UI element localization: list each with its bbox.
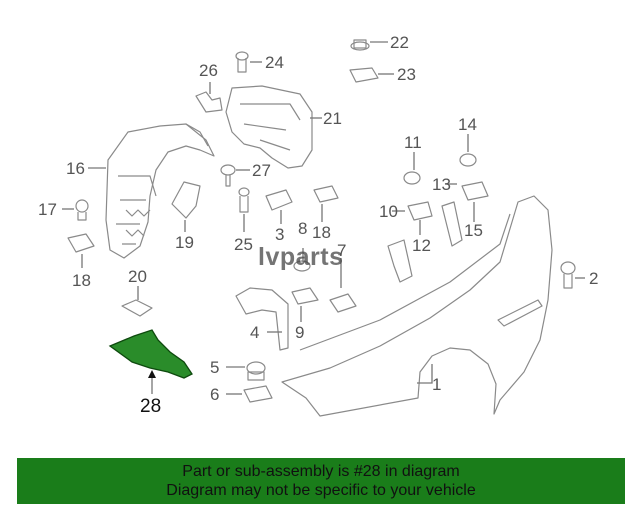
callout-19: 19 xyxy=(175,233,194,252)
callout-8: 8 xyxy=(298,219,307,238)
clip-18b-part xyxy=(313,185,339,203)
clip-23-part xyxy=(349,67,379,83)
callout-6: 6 xyxy=(210,385,219,404)
bracket-19-part xyxy=(171,181,201,219)
front-fender-part xyxy=(281,195,553,417)
banner-line-1: Part or sub-assembly is #28 in diagram xyxy=(182,463,460,480)
callout-21: 21 xyxy=(323,109,342,128)
bolt-22-part xyxy=(350,39,370,51)
highlighted-part-28 xyxy=(108,329,193,379)
callout-14: 14 xyxy=(458,115,477,134)
clip-3-part xyxy=(265,189,293,211)
clip-9-part xyxy=(291,287,319,305)
callout-12: 12 xyxy=(412,236,431,255)
inner-fender-panel-part xyxy=(225,85,313,169)
callout-25: 25 xyxy=(234,235,253,254)
callout-27: 27 xyxy=(252,161,271,180)
clip-6-part xyxy=(243,385,273,403)
bolt-8-part xyxy=(293,260,311,272)
callout-4: 4 xyxy=(250,323,259,342)
bracket-4-part xyxy=(235,287,289,351)
callout-1: 1 xyxy=(432,375,441,394)
callout-24: 24 xyxy=(265,53,284,72)
rivet-25-part xyxy=(238,187,250,213)
clip-18a-part xyxy=(67,233,95,253)
callout-9: 9 xyxy=(295,323,304,342)
bolt-2-part xyxy=(560,261,576,289)
screw-24-part xyxy=(235,51,249,73)
bolt-5-part xyxy=(246,361,266,381)
bracket-13-part xyxy=(441,201,463,247)
clip-15-part xyxy=(461,181,489,201)
clip-12-part xyxy=(407,201,433,221)
callout-20: 20 xyxy=(128,267,147,286)
leader-1 xyxy=(417,364,433,384)
watermark-logo: lvparts xyxy=(258,243,344,271)
callout-13: 13 xyxy=(432,175,451,194)
bracket-7-part xyxy=(329,293,357,313)
callout-18a: 18 xyxy=(72,271,91,290)
callout-15: 15 xyxy=(464,221,483,240)
bolt-11-part xyxy=(403,171,421,185)
wheel-arch-liner-part xyxy=(105,123,215,259)
callout-22: 22 xyxy=(390,33,409,52)
callout-17: 17 xyxy=(38,200,57,219)
callout-18b: 18 xyxy=(312,223,331,242)
callout-10: 10 xyxy=(379,202,398,221)
bolt-17-part xyxy=(75,199,89,221)
clip-26-part xyxy=(195,91,223,113)
bolt-14-part xyxy=(459,153,477,167)
callout-3: 3 xyxy=(275,225,284,244)
callout-7: 7 xyxy=(337,241,346,260)
callout-28: 28 xyxy=(140,396,161,417)
callout-16: 16 xyxy=(66,159,85,178)
callout-23: 23 xyxy=(397,65,416,84)
callout-5: 5 xyxy=(210,358,219,377)
leader-28-arrowhead xyxy=(148,370,156,378)
info-banner: Part or sub-assembly is #28 in diagram D… xyxy=(17,458,625,504)
parts-diagram: 1 2 3 4 5 6 7 8 9 10 11 12 13 14 15 16 1… xyxy=(38,33,598,417)
screw-27-part xyxy=(220,164,236,187)
bracket-10-part xyxy=(387,239,413,283)
callout-2: 2 xyxy=(589,269,598,288)
screw-20-part xyxy=(121,299,153,317)
callout-26: 26 xyxy=(199,61,218,80)
callout-11: 11 xyxy=(404,133,422,152)
banner-line-2: Diagram may not be specific to your vehi… xyxy=(166,482,476,499)
